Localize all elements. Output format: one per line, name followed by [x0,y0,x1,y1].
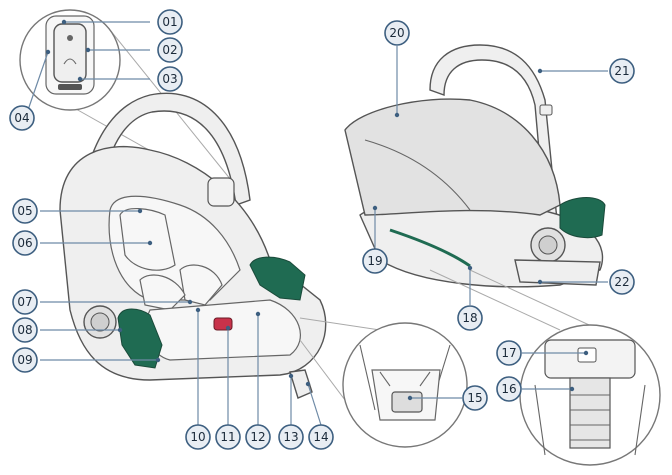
callout-17: 17 [496,340,522,366]
callout-21: 21 [609,58,635,84]
svg-text:08: 08 [17,323,32,337]
callout-09: 09 [12,347,38,373]
svg-text:01: 01 [162,15,177,29]
harness-adjuster-zoom [19,9,236,191]
callout-12: 12 [245,424,271,450]
svg-text:22: 22 [614,275,629,289]
belt-guide-zoom [429,269,661,466]
svg-text:03: 03 [162,72,177,86]
svg-text:12: 12 [250,430,265,444]
callout-13: 13 [278,424,304,450]
callout-03: 03 [157,66,183,92]
car-seat-front-view [59,92,327,399]
svg-text:11: 11 [220,430,235,444]
svg-text:10: 10 [190,430,205,444]
svg-text:07: 07 [17,295,32,309]
callout-15: 15 [462,385,488,411]
leader-lines [27,19,608,426]
svg-text:13: 13 [283,430,298,444]
callout-20: 20 [384,20,410,46]
svg-text:15: 15 [467,391,482,405]
callout-01: 01 [157,9,183,35]
callout-07: 07 [12,289,38,315]
svg-text:16: 16 [501,382,516,396]
callout-18: 18 [457,305,483,331]
callout-04: 04 [9,105,35,131]
svg-text:20: 20 [389,26,404,40]
callout-02: 02 [157,37,183,63]
callout-16: 16 [496,376,522,402]
callout-14: 14 [308,424,334,450]
svg-text:18: 18 [462,311,477,325]
svg-text:19: 19 [367,254,382,268]
callout-labels: 01 02 03 04 05 06 07 08 09 10 11 12 13 1… [9,9,635,450]
callout-06: 06 [12,230,38,256]
svg-text:04: 04 [14,111,29,125]
car-seat-side-view-with-canopy [344,44,606,288]
callout-05: 05 [12,198,38,224]
svg-text:02: 02 [162,43,177,57]
svg-text:06: 06 [17,236,32,250]
buckle-zoom [299,317,468,448]
callout-08: 08 [12,317,38,343]
svg-text:14: 14 [313,430,328,444]
svg-text:21: 21 [614,64,629,78]
callout-11: 11 [215,424,241,450]
callout-22: 22 [609,269,635,295]
svg-text:05: 05 [17,204,32,218]
callout-19: 19 [362,248,388,274]
svg-text:17: 17 [501,346,516,360]
svg-text:09: 09 [17,353,32,367]
callout-10: 10 [185,424,211,450]
